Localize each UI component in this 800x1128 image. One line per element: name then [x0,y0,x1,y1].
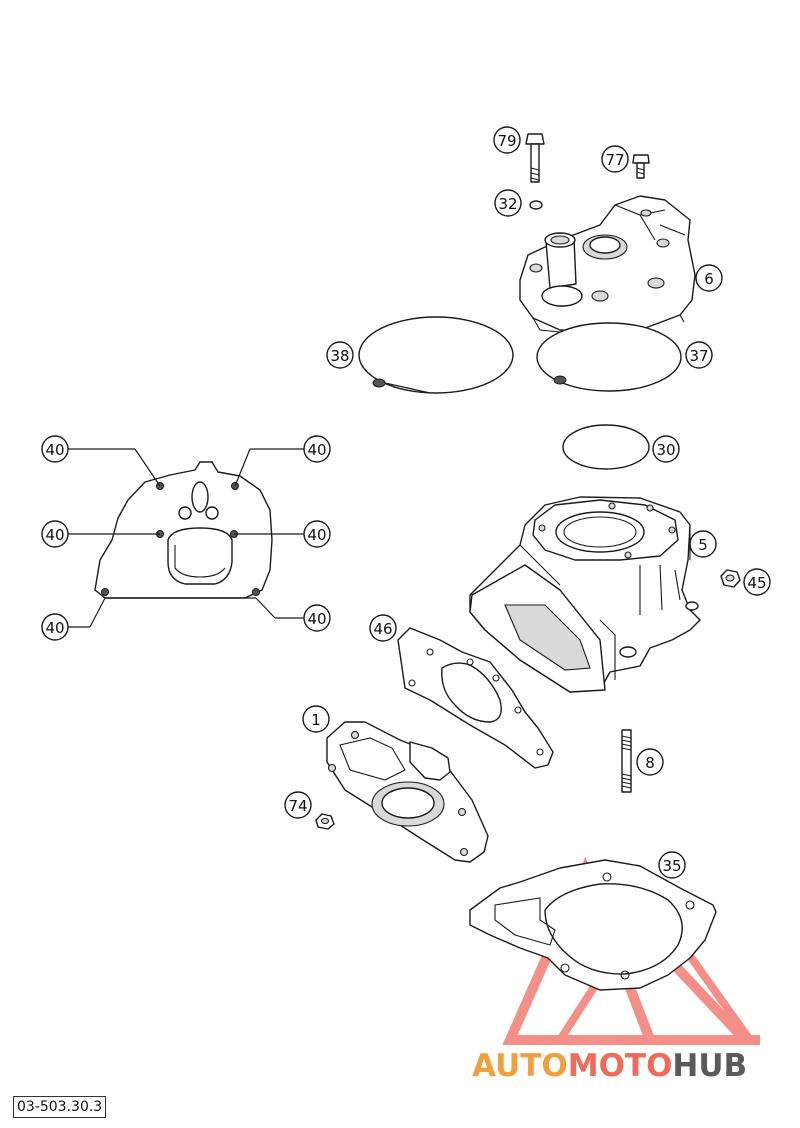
callout-1: 1 [302,705,330,733]
callout-38-label: 38 [330,347,349,365]
part-74-nut [315,813,335,830]
watermark-text: AUTOMOTOHUB [472,1048,747,1084]
part-30-o-ring [562,424,650,470]
callout-77: 77 [601,145,629,173]
callout-35: 35 [658,851,686,879]
callout-46: 46 [369,614,397,642]
part-45-nut [720,569,741,588]
watermark-hub: HUB [672,1048,747,1084]
callout-74: 74 [284,791,312,819]
callout-79: 79 [493,126,521,154]
callout-77-label: 77 [605,151,624,169]
part-38-o-ring [358,316,514,394]
callout-79-label: 79 [497,132,516,150]
callout-40-bottom-right: 40 [303,604,331,632]
reference-code: 03-503.30.3 [13,1096,107,1118]
callout-30: 30 [652,435,680,463]
callout-30-label: 30 [656,441,675,459]
callout-40-mid-left: 40 [41,520,69,548]
part-6-cylinder-head [519,195,696,333]
callout-40-label: 40 [45,526,64,544]
callout-8: 8 [636,748,664,776]
part-1-intake-flange [326,721,489,863]
callout-35-label: 35 [662,857,681,875]
part-46-gasket [397,627,554,769]
part-32-washer [529,200,543,210]
callout-37-label: 37 [689,347,708,365]
part-5-cylinder [469,496,701,693]
callout-45: 45 [743,568,771,596]
watermark-moto: MOTO [568,1048,673,1084]
callout-6: 6 [695,264,723,292]
callout-45-label: 45 [747,574,766,592]
callout-1-label: 1 [311,711,321,729]
callout-40-top-right: 40 [303,435,331,463]
callout-32-label: 32 [498,195,517,213]
part-37-o-ring [536,322,682,392]
callout-40-label: 40 [307,441,326,459]
callout-38: 38 [326,341,354,369]
part-35-base-gasket [469,859,717,991]
leader-lines [68,382,431,628]
watermark-auto: AUTO [472,1048,568,1084]
callout-40-bottom-left: 40 [41,613,69,641]
callout-40-label: 40 [307,610,326,628]
callout-6-label: 6 [704,270,714,288]
part-77-screw [632,154,650,179]
callout-32: 32 [494,189,522,217]
part-8-stud [621,729,632,793]
callout-8-label: 8 [645,754,655,772]
callout-40-top-left: 40 [41,435,69,463]
callout-74-label: 74 [288,797,307,815]
callout-5-label: 5 [698,536,708,554]
callout-37: 37 [685,341,713,369]
callout-40-label: 40 [45,441,64,459]
callout-40-label: 40 [307,526,326,544]
part-79-bolt [525,133,545,183]
part-40-exhaust-flange-gasket [94,461,273,599]
callout-40-label: 40 [45,619,64,637]
callout-46-label: 46 [373,620,392,638]
callout-40-mid-right: 40 [303,520,331,548]
callout-5: 5 [689,530,717,558]
